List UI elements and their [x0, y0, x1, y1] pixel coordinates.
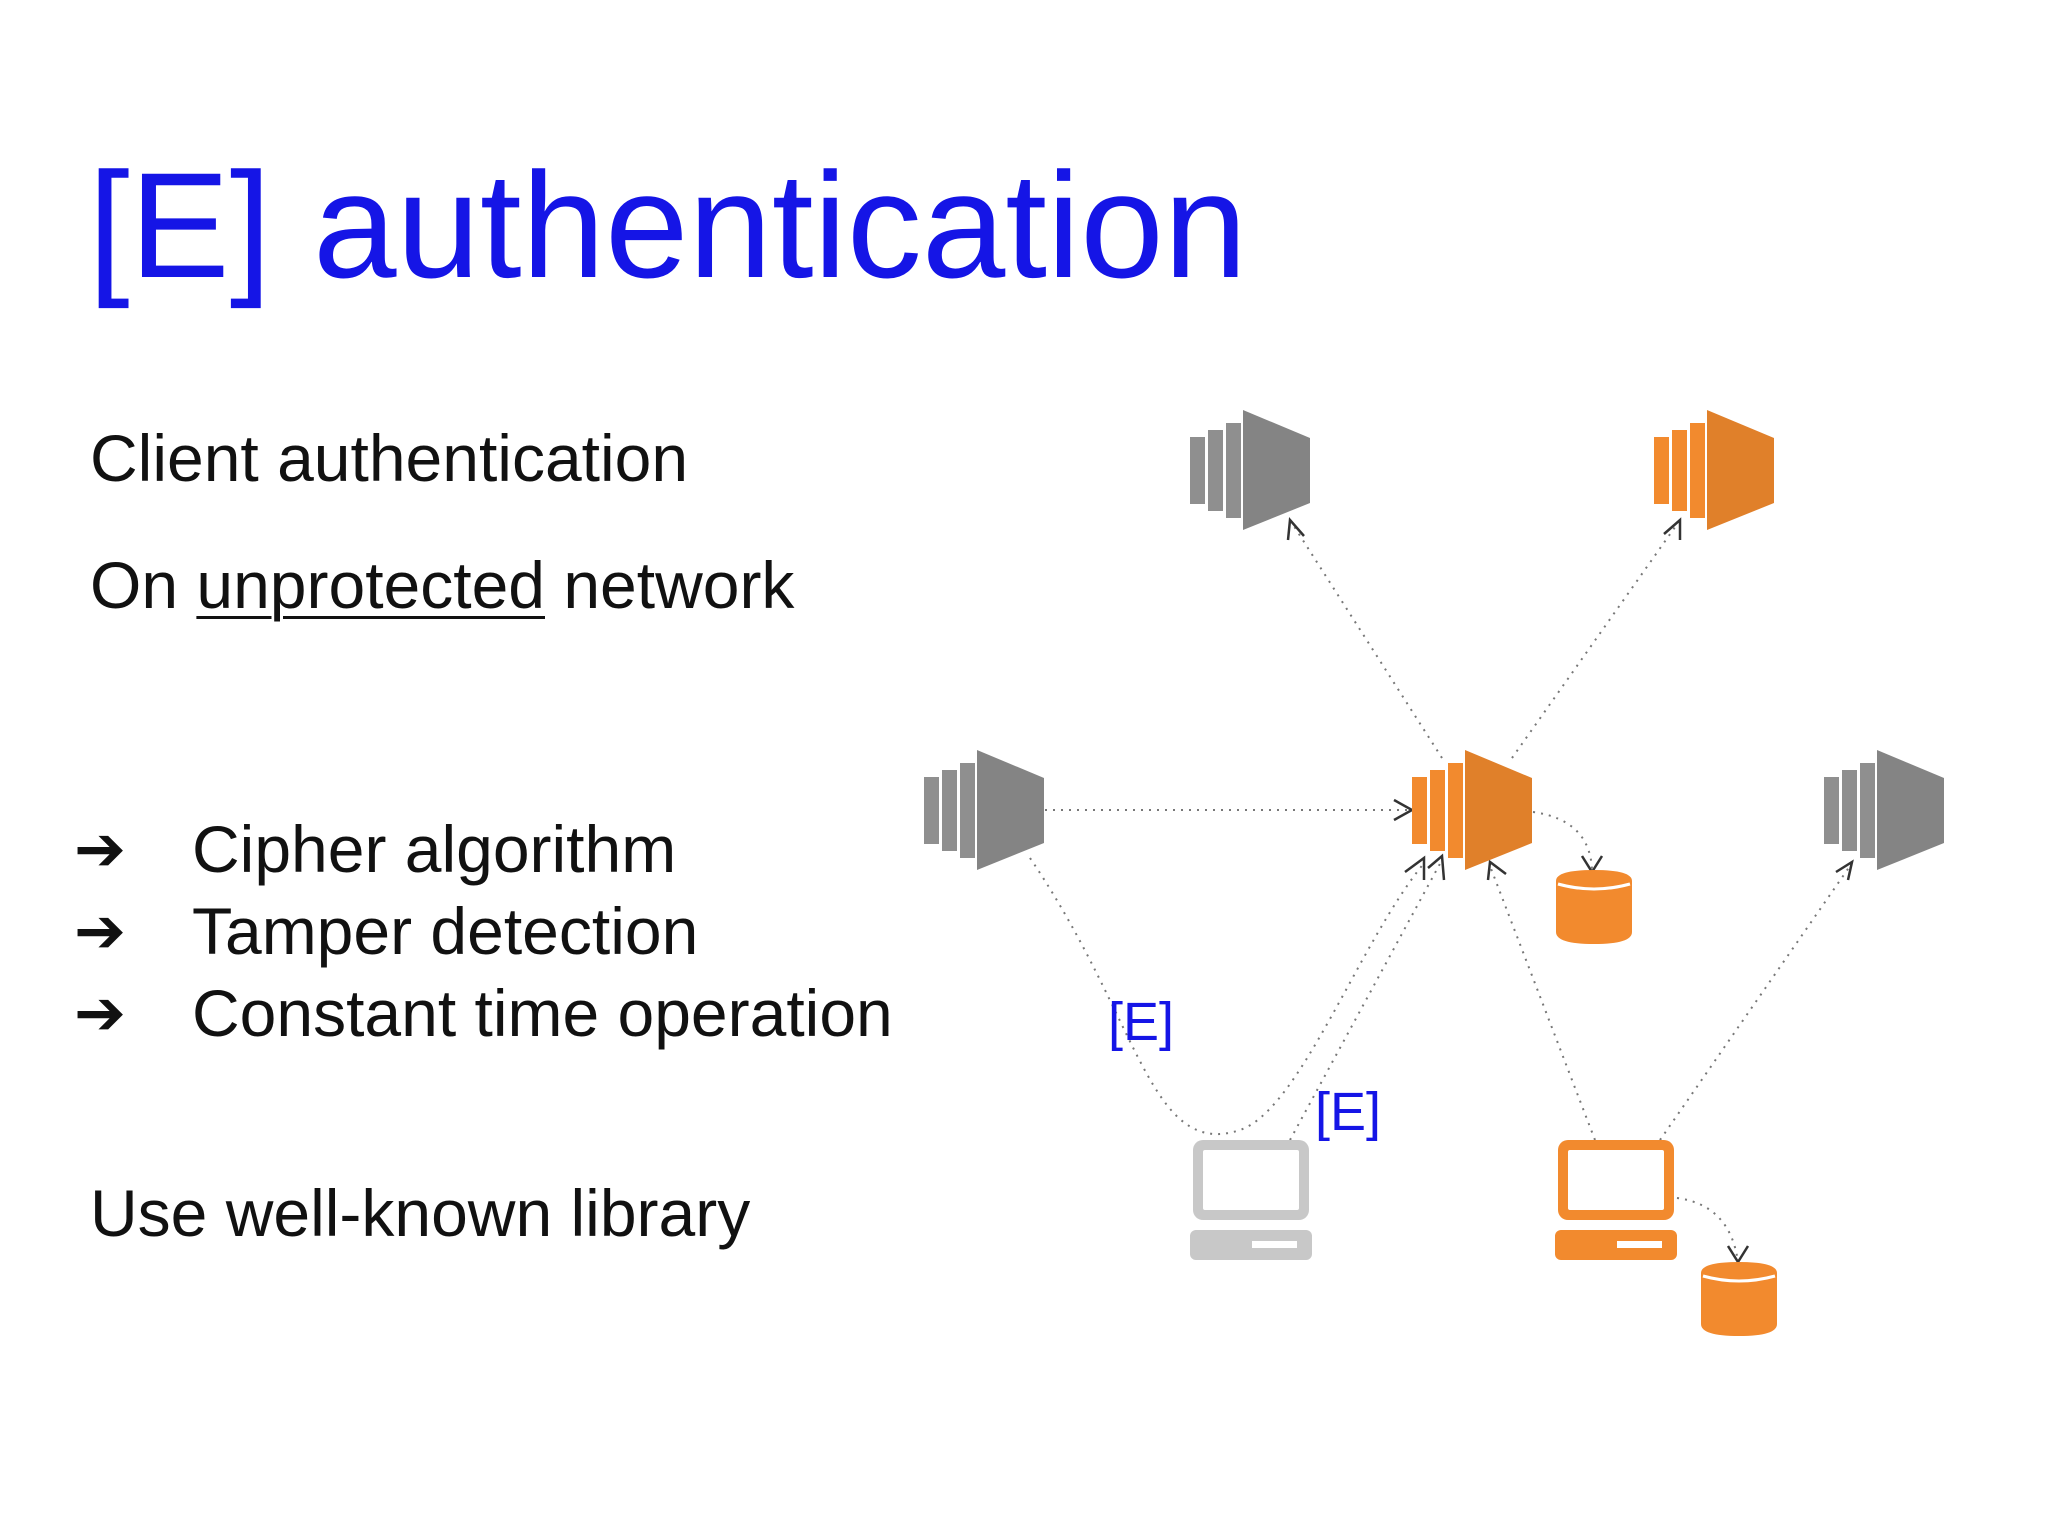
encrypted-edge-label: [E]	[1315, 1082, 1381, 1142]
bullet-item: ➔ Cipher algorithm	[74, 808, 893, 890]
encrypted-edge-label: [E]	[1108, 992, 1174, 1052]
arrowhead	[1580, 855, 1604, 875]
connection-line	[1289, 859, 1443, 1141]
connection-line	[1511, 519, 1681, 759]
connection-line	[1029, 857, 1426, 1136]
server-gray-icon	[1190, 410, 1310, 530]
arrowhead	[1663, 517, 1682, 540]
right-arrow-icon: ➔	[74, 812, 126, 885]
connection-line	[1489, 865, 1596, 1141]
right-arrow-icon: ➔	[74, 894, 126, 967]
gray-servers	[924, 410, 1944, 870]
client-authentication-text: Client authentication	[90, 421, 689, 495]
arrowhead	[1393, 798, 1415, 822]
database-orange-icon	[1556, 870, 1632, 946]
bullet-text: Constant time operation	[192, 976, 893, 1050]
connection-lines	[1029, 519, 1851, 1263]
network-text-underlined: unprotected	[196, 548, 545, 622]
connection-line	[1659, 865, 1851, 1141]
arrowheads	[1286, 517, 1854, 1265]
unprotected-network-text: On unprotected network	[90, 552, 794, 618]
database-orange-icon	[1701, 1262, 1777, 1338]
client-gray-icon	[1190, 1140, 1312, 1260]
bullet-text: Tamper detection	[192, 894, 699, 968]
connection-line	[1289, 519, 1443, 759]
arrowhead	[1726, 1245, 1750, 1265]
arrowhead	[1835, 859, 1854, 881]
bullet-item: ➔ Constant time operation	[74, 972, 893, 1054]
server-orange-icon	[1654, 410, 1774, 530]
server-gray-icon	[1824, 750, 1944, 870]
arrowhead	[1486, 859, 1507, 881]
slide-title: [E] authentication	[88, 141, 1248, 309]
library-recommendation-text: Use well-known library	[90, 1176, 751, 1250]
network-text-suffix: network	[545, 548, 795, 622]
orange-servers	[1412, 410, 1774, 870]
client-orange-icon	[1555, 1140, 1677, 1260]
requirements-list: ➔ Cipher algorithm ➔ Tamper detection ➔ …	[74, 808, 893, 1054]
arrowhead	[1427, 853, 1446, 881]
connection-line	[1676, 1197, 1739, 1263]
server-gray-icon	[924, 750, 1044, 870]
arrowhead	[1286, 517, 1305, 541]
bullet-text: Cipher algorithm	[192, 812, 677, 886]
network-text-prefix: On	[90, 548, 197, 622]
right-arrow-icon: ➔	[74, 976, 126, 1049]
connection-line	[1532, 811, 1593, 871]
bullet-item: ➔ Tamper detection	[74, 890, 893, 972]
server-orange-icon	[1412, 750, 1532, 870]
arrowhead	[1404, 855, 1426, 880]
